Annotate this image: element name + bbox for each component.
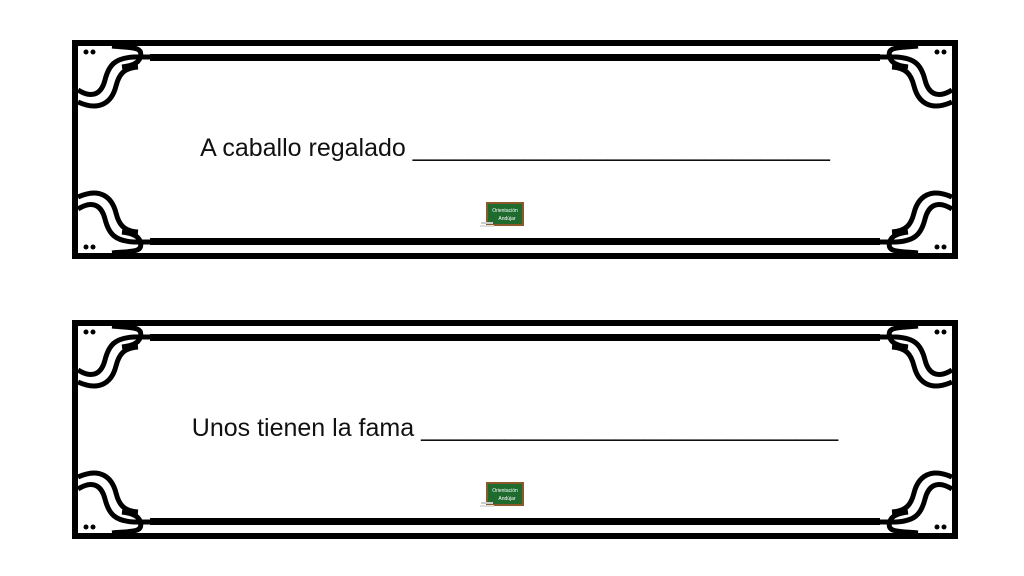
card-2: Unos tienen la fama ____________________…: [72, 320, 958, 539]
corner-ornament-bottom-left: [76, 470, 152, 536]
corner-ornament-bottom-right: [878, 470, 954, 536]
outer-border: [72, 320, 958, 539]
svg-text:Andújar: Andújar: [498, 216, 516, 222]
corner-ornament-bottom-left: [76, 190, 152, 256]
corner-ornament-bottom-right: [878, 190, 954, 256]
svg-text:Orientación: Orientación: [492, 208, 518, 214]
answer-blank[interactable]: ______________________________: [412, 134, 830, 162]
books: [481, 222, 493, 224]
corner-ornament-top-right: [878, 43, 954, 109]
books: [481, 502, 493, 504]
sentence-2: Unos tienen la fama ____________________…: [72, 414, 958, 443]
bottom-bar: [150, 518, 880, 525]
svg-text:Andújar: Andújar: [498, 496, 516, 502]
orientacion-andujar-logo: Orientación Andújar: [480, 202, 524, 227]
ornamental-frame: [72, 320, 958, 539]
sentence-text: Unos tienen la fama: [191, 414, 415, 442]
answer-blank[interactable]: ______________________________: [421, 414, 839, 442]
top-bar: [150, 54, 880, 61]
orientacion-andujar-logo: Orientación Andújar: [480, 482, 524, 507]
bottom-bar: [150, 238, 880, 245]
corner-ornament-top-left: [76, 323, 152, 389]
sentence-text: A caballo regalado: [200, 134, 406, 162]
card-1: A caballo regalado _____________________…: [72, 40, 958, 259]
sentence-1: A caballo regalado _____________________…: [72, 134, 958, 163]
corner-ornament-top-left: [76, 43, 152, 109]
corner-ornament-top-right: [878, 323, 954, 389]
top-bar: [150, 334, 880, 341]
svg-text:Orientación: Orientación: [492, 488, 518, 494]
ornamental-frame: [72, 40, 958, 259]
outer-border: [72, 40, 958, 259]
